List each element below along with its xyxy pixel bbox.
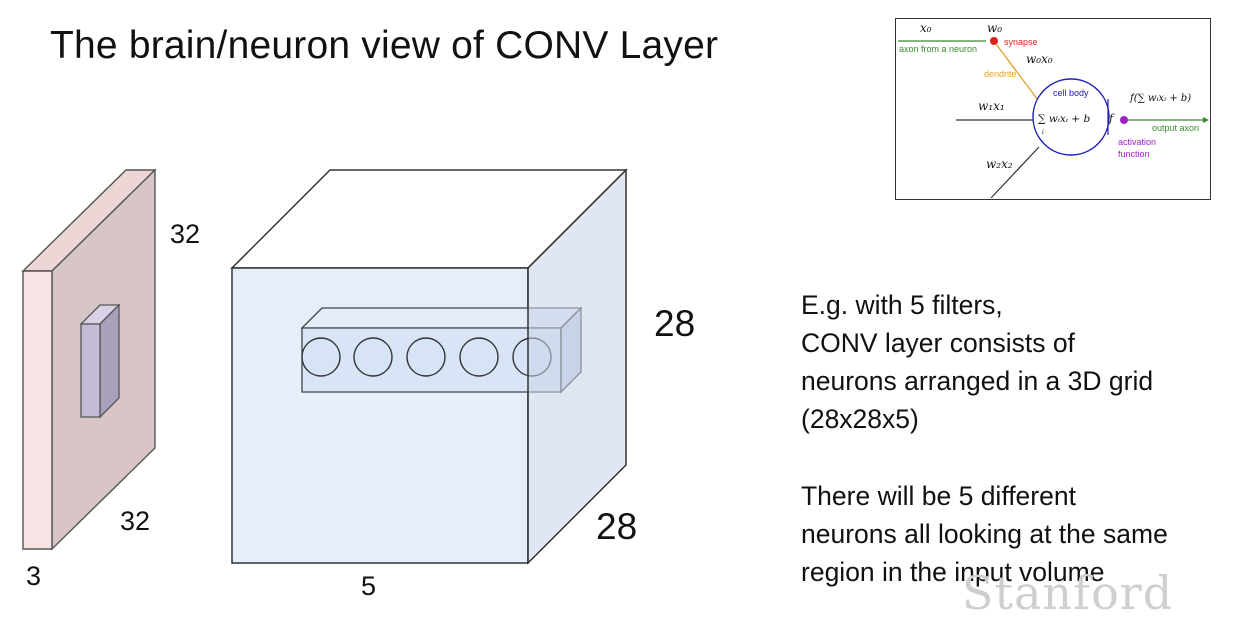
input-volume-front (22, 270, 53, 550)
neuron-diagram: x₀ w₀ axon from a neuron synapse w₀x₀ de… (895, 18, 1211, 200)
f-symbol: f (1108, 112, 1115, 125)
description-line: (28x28x5) (801, 404, 919, 434)
input-width-label: 32 (120, 506, 150, 536)
activation-dot (1120, 116, 1128, 124)
synapse-dot (990, 37, 998, 45)
input-height-label: 32 (170, 219, 200, 249)
output-depth-label: 5 (361, 571, 376, 601)
cell-body-circle (1032, 78, 1110, 156)
neuron-circle-1 (301, 337, 341, 377)
w2x2-label: w₂x₂ (986, 157, 1013, 171)
description-line: There will be 5 different (801, 481, 1076, 511)
description-line: neurons all looking at the same (801, 519, 1168, 549)
description-paragraph-2: There will be 5 different neurons all lo… (801, 477, 1168, 591)
sum-expression: ∑ wᵢxᵢ + b (1038, 113, 1090, 125)
output-width-label: 28 (596, 506, 637, 547)
activation-label-2: function (1118, 149, 1150, 159)
w0x0-label: w₀x₀ (1026, 52, 1053, 66)
neuron-circle-3 (406, 337, 446, 377)
w2-input-line (990, 146, 1040, 199)
dendrite-label: dendrite (984, 69, 1017, 79)
output-height-label: 28 (654, 303, 695, 344)
description-line: E.g. with 5 filters, (801, 290, 1003, 320)
activation-label-1: activation (1118, 137, 1156, 147)
neuron-diagram-svg: x₀ w₀ axon from a neuron synapse w₀x₀ de… (898, 21, 1209, 199)
output-arrow-icon (1203, 117, 1209, 123)
output-axon-label: output axon (1152, 123, 1199, 133)
receptive-field-side (99, 303, 120, 419)
receptive-field-front (80, 323, 101, 418)
description-line: region in the input volume (801, 557, 1105, 587)
input-depth-label: 3 (26, 561, 41, 591)
description-paragraph-1: E.g. with 5 filters, CONV layer consists… (801, 286, 1153, 438)
stanford-watermark: Stanford (962, 566, 1174, 620)
cube-side (527, 168, 627, 565)
output-expression: f(∑ wᵢxᵢ + b) (1129, 93, 1191, 104)
w0-label: w₀ (987, 21, 1002, 35)
description-line: CONV layer consists of (801, 328, 1075, 358)
sum-index: i (1042, 129, 1044, 136)
w1x1-label: w₁x₁ (978, 99, 1005, 113)
cell-body-label: cell body (1053, 88, 1089, 98)
output-volume (230, 168, 628, 565)
dendrite-line (995, 43, 1042, 105)
neuron-circle-4 (459, 337, 499, 377)
neuron-circle-2 (353, 337, 393, 377)
synapse-label: synapse (1004, 37, 1038, 47)
description-line: neurons arranged in a 3D grid (801, 366, 1154, 396)
input-volume (21, 168, 157, 551)
axon-label: axon from a neuron (899, 44, 977, 54)
slide-title: The brain/neuron view of CONV Layer (50, 24, 719, 67)
x0-label: x₀ (920, 21, 932, 35)
